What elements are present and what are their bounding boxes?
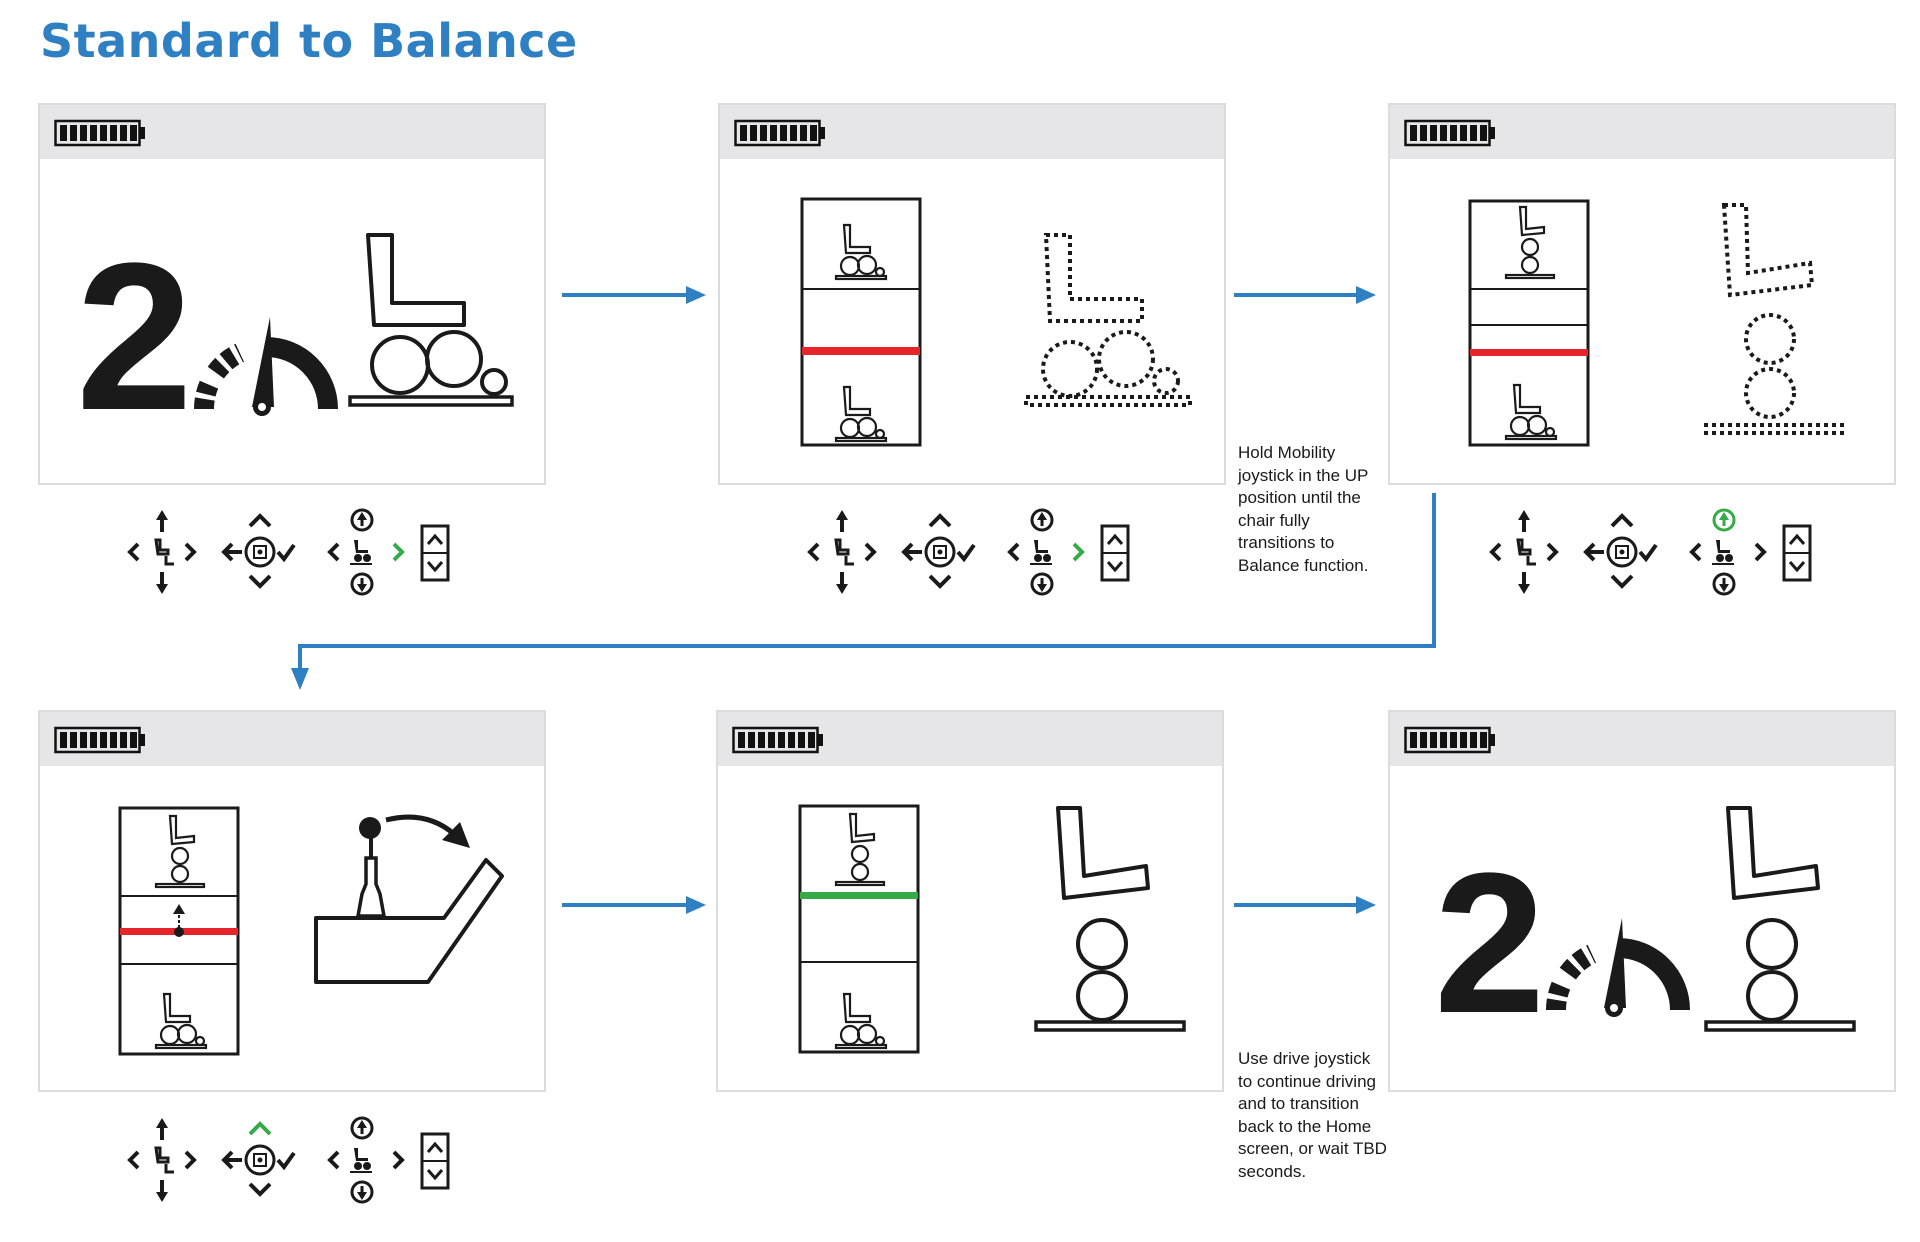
seat-function-icon[interactable] (327, 508, 405, 596)
status-bar (718, 712, 1222, 766)
up-down-scroll-icon[interactable] (420, 524, 450, 582)
screen-transition-progress (1388, 103, 1896, 485)
position-indicator (802, 347, 920, 355)
mode-select-icon[interactable] (901, 513, 976, 589)
balance-wheelchair-icon (1034, 806, 1186, 1032)
up-down-scroll-icon[interactable] (1782, 524, 1812, 582)
note-hold-joystick: Hold Mobility joystick in the UP positio… (1238, 443, 1369, 575)
mode-select-icon[interactable] (221, 1121, 296, 1197)
note-drive-joystick: Use drive joystick to continue driving a… (1238, 1049, 1387, 1181)
status-bar (40, 712, 544, 766)
balance-chair-mini-icon (154, 814, 206, 889)
wheelchair-icon (348, 233, 514, 407)
battery-full-icon (54, 726, 145, 754)
battery-full-icon (732, 726, 823, 754)
speed-level: 2 (76, 219, 193, 454)
drive-arrows-icon[interactable] (1489, 510, 1559, 594)
arrow-head (686, 286, 706, 304)
status-bar (1390, 712, 1894, 766)
drive-arrows-icon[interactable] (127, 1118, 197, 1202)
battery-full-icon (1404, 726, 1495, 754)
arrow-head (1356, 286, 1376, 304)
wheelchair-transition-icon (1024, 233, 1192, 407)
seat-function-icon[interactable] (1007, 508, 1085, 596)
standard-chair-mini-icon (1504, 383, 1558, 441)
speedometer-icon (193, 317, 338, 416)
standard-chair-mini-icon (834, 385, 888, 443)
mode-stack (798, 804, 920, 1054)
drive-arrows-icon[interactable] (127, 510, 197, 594)
control-bar (807, 508, 1130, 596)
seat-function-icon[interactable] (327, 1116, 405, 1204)
joystick-icon (314, 814, 504, 984)
position-indicator (800, 892, 918, 899)
battery-full-icon (54, 119, 145, 147)
standard-chair-mini-icon (834, 223, 888, 281)
standard-chair-mini-icon (154, 992, 208, 1050)
drive-arrows-icon[interactable] (807, 510, 877, 594)
control-bar (127, 508, 450, 596)
arrow-head (686, 896, 706, 914)
mode-stack (118, 806, 240, 1056)
arrow-head (1356, 896, 1376, 914)
mode-select-icon[interactable] (1583, 513, 1658, 589)
control-bar (127, 1116, 450, 1204)
speed-level: 2 (1434, 832, 1545, 1055)
balance-chair-mini-icon (834, 812, 886, 887)
push-up-indicator-icon (173, 904, 185, 937)
standard-chair-mini-icon (834, 992, 888, 1050)
status-bar (1390, 105, 1894, 159)
seat-function-icon[interactable] (1689, 508, 1767, 596)
mode-stack (1468, 199, 1590, 447)
arrow-head (291, 668, 309, 690)
up-down-scroll-icon[interactable] (1100, 524, 1130, 582)
screen-transition-start (718, 103, 1226, 485)
battery-full-icon (1404, 119, 1495, 147)
mode-select-icon[interactable] (221, 513, 296, 589)
up-down-scroll-icon[interactable] (420, 1132, 450, 1190)
balance-wheelchair-icon (1704, 806, 1856, 1032)
speedometer-icon (1545, 918, 1690, 1017)
control-bar (1489, 508, 1812, 596)
status-bar (40, 105, 544, 159)
mode-stack (800, 197, 922, 447)
position-indicator (1470, 349, 1588, 356)
screen-home-standard: 2 (38, 103, 546, 485)
page-title: Standard to Balance (40, 14, 578, 68)
screen-home-balance: 2 (1388, 710, 1896, 1092)
wheelchair-transition-icon (1704, 203, 1846, 435)
battery-full-icon (734, 119, 825, 147)
screen-push-up (38, 710, 546, 1092)
status-bar (720, 105, 1224, 159)
screen-balance-active (716, 710, 1224, 1092)
balance-chair-mini-icon (1504, 205, 1556, 280)
